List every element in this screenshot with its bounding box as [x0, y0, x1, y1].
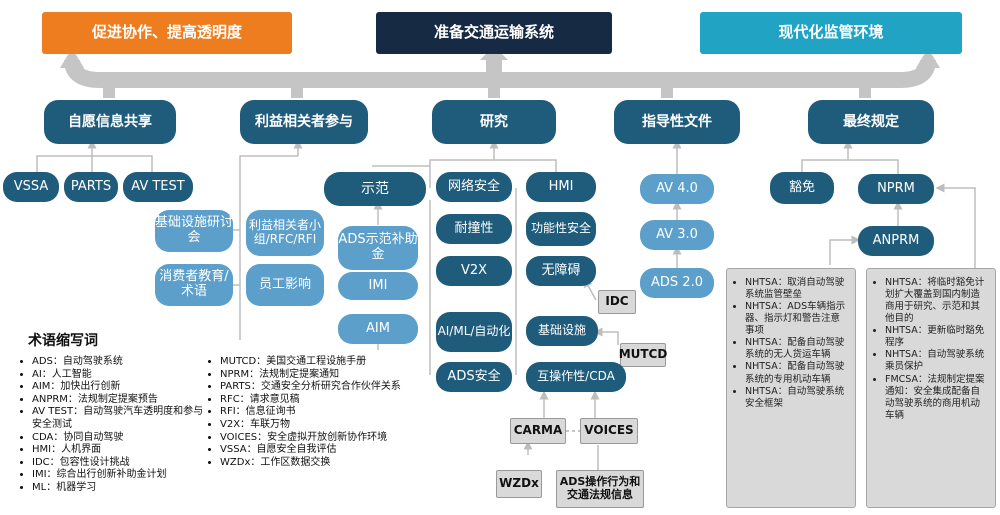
glossary-column-2: MUTCD：美国交通工程设施手册 NPRM：法规制定提案通知 PARTS：交通安… [210, 356, 432, 469]
item-av-4: AV 4.0 [640, 174, 714, 204]
item-parts: PARTS [64, 172, 118, 202]
glossary-entry: ML：机器学习 [32, 482, 212, 495]
item-consumer-education: 消费者教育/术语 [155, 264, 233, 306]
item-stakeholder-subgroup: 利益相关者小组/RFC/RFI [246, 210, 324, 256]
item-demonstration: 示范 [324, 172, 426, 206]
goal-prepare-transport-system: 准备交通运输系统 [376, 12, 612, 54]
glossary-entry: VOICES：安全虚拟开放创新协作环境 [220, 432, 432, 445]
item-mutcd: MUTCD [619, 343, 667, 367]
item-accessibility: 无障碍 [526, 256, 596, 286]
anprm-note: NHTSA：配备自动驾驶系统的无人货运车辆 [745, 337, 849, 361]
glossary-entry: NPRM：法规制定提案通知 [220, 369, 432, 382]
nprm-notes-panel: NHTSA：将临时豁免计划扩大覆盖到国内制造商用于研究、示范和其他目的 NHTS… [866, 268, 996, 508]
item-ads-behavior-traffic-laws: ADS操作行为和交通法规信息 [556, 470, 644, 508]
glossary-entry: IDC：包容性设计挑战 [32, 457, 212, 470]
item-staff-impact: 员工影响 [246, 264, 324, 306]
glossary-entry: AV TEST：自动驾驶汽车透明度和参与安全测试 [32, 406, 212, 431]
category-stakeholder-engagement: 利益相关者参与 [240, 100, 368, 144]
glossary-entry: RFI：信息征询书 [220, 406, 432, 419]
nprm-note: NHTSA：更新临时豁免程序 [885, 325, 989, 349]
item-aim: AIM [338, 314, 418, 344]
item-infrastructure: 基础设施 [526, 316, 598, 346]
glossary-entry: ANPRM：法规制定提案预告 [32, 394, 212, 407]
anprm-note: NHTSA：配备自动驾驶系统的专用机动车辆 [745, 361, 849, 385]
nprm-note: FMCSA：法规制定提案通知：安全集成配备自动驾驶系统的商用机动车辆 [885, 374, 989, 422]
nprm-note: NHTSA：自动驾驶系统乘员保护 [885, 349, 989, 373]
glossary-entry: PARTS：交通安全分析研究合作伙伴关系 [220, 381, 432, 394]
category-research: 研究 [432, 100, 556, 144]
nprm-note: NHTSA：将临时豁免计划扩大覆盖到国内制造商用于研究、示范和其他目的 [885, 277, 989, 325]
item-nprm: NPRM [858, 174, 934, 204]
anprm-note: NHTSA：取消自动驾驶系统监管壁垒 [745, 277, 849, 301]
anprm-note: NHTSA：自动驾驶系统安全框架 [745, 386, 849, 410]
item-functional-safety: 功能性安全 [526, 212, 596, 246]
glossary-title: 术语缩写词 [28, 333, 98, 349]
glossary-entry: AIM：加快出行创新 [32, 381, 212, 394]
goal-collaboration-transparency: 促进协作、提高透明度 [42, 12, 292, 54]
glossary-entry: AI：人工智能 [32, 369, 212, 382]
glossary-entry: VSSA：自愿安全自我评估 [220, 444, 432, 457]
item-wzdx: WZDx [496, 470, 542, 498]
glossary-entry: RFC：请求意见稿 [220, 394, 432, 407]
glossary-column-1: ADS：自动驾驶系统 AI：人工智能 AIM：加快出行创新 ANPRM：法规制定… [22, 356, 212, 495]
item-exemption: 豁免 [770, 172, 834, 204]
item-voices: VOICES [580, 418, 638, 444]
item-av-test: AV TEST [123, 172, 193, 202]
goal-modern-regulatory-environment: 现代化监管环境 [700, 12, 962, 54]
category-voluntary-info-sharing: 自愿信息共享 [44, 100, 176, 144]
glossary-entry: HMI：人机界面 [32, 444, 212, 457]
glossary-entry: ADS：自动驾驶系统 [32, 356, 212, 369]
item-anprm: ANPRM [858, 226, 934, 256]
glossary-entry: CDA：协同自动驾驶 [32, 432, 212, 445]
glossary-entry: MUTCD：美国交通工程设施手册 [220, 356, 432, 369]
arrow-right-up [916, 48, 940, 68]
item-ads-demo-grant: ADS示范补助金 [338, 226, 418, 270]
item-crashworthiness: 耐撞性 [436, 214, 512, 244]
item-carma: CARMA [510, 418, 566, 444]
item-cybersecurity: 网络安全 [436, 172, 512, 202]
item-interoperability-cda: 互操作性/CDA [526, 362, 626, 392]
item-imi: IMI [338, 272, 418, 300]
item-infra-workshop: 基础设施研讨会 [155, 210, 233, 252]
category-guidance-docs: 指导性文件 [614, 100, 740, 144]
glossary-entry: V2X：车联万物 [220, 419, 432, 432]
item-hmi: HMI [526, 172, 596, 202]
anprm-notes-panel: NHTSA：取消自动驾驶系统监管壁垒 NHTSA：ADS车辆指示器、指示灯和警告… [726, 268, 856, 508]
item-ads-safety: ADS安全 [436, 362, 512, 392]
item-av-3: AV 3.0 [640, 220, 714, 250]
anprm-note: NHTSA：ADS车辆指示器、指示灯和警告注意事项 [745, 301, 849, 337]
item-vssa: VSSA [3, 172, 59, 202]
item-ads-2: ADS 2.0 [640, 268, 714, 298]
item-idc: IDC [598, 290, 636, 314]
item-ai-ml-automation: AI/ML/自动化 [436, 312, 512, 352]
arrow-left-up [60, 48, 84, 68]
category-final-rules: 最终规定 [808, 100, 934, 144]
glossary-entry: WZDx：工作区数据交换 [220, 457, 432, 470]
item-v2x: V2X [436, 256, 512, 286]
glossary-entry: IMI：综合出行创新补助金计划 [32, 469, 212, 482]
